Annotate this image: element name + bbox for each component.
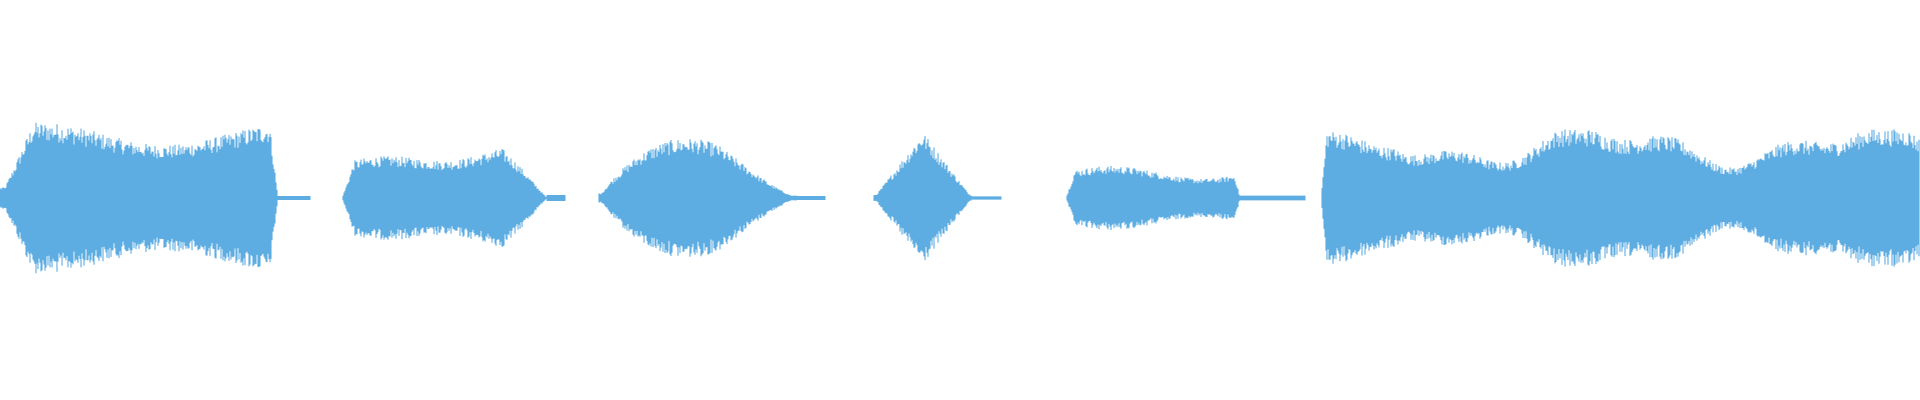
waveform-quiet-4 (971, 196, 1002, 200)
waveform-segment-1 (0, 122, 278, 274)
waveform-segments (0, 122, 1920, 274)
waveform-segment-5 (1066, 166, 1240, 230)
waveform-quiet-2 (546, 195, 566, 201)
waveform-quiet-1 (277, 196, 311, 200)
waveform-segment-6 (1321, 129, 1920, 267)
waveform-segment-2 (342, 149, 547, 247)
waveform-quiet-3 (796, 196, 826, 200)
waveform-quiet-5 (1239, 195, 1306, 201)
waveform-segment-3 (598, 139, 797, 257)
waveform-segment-4 (873, 136, 972, 260)
